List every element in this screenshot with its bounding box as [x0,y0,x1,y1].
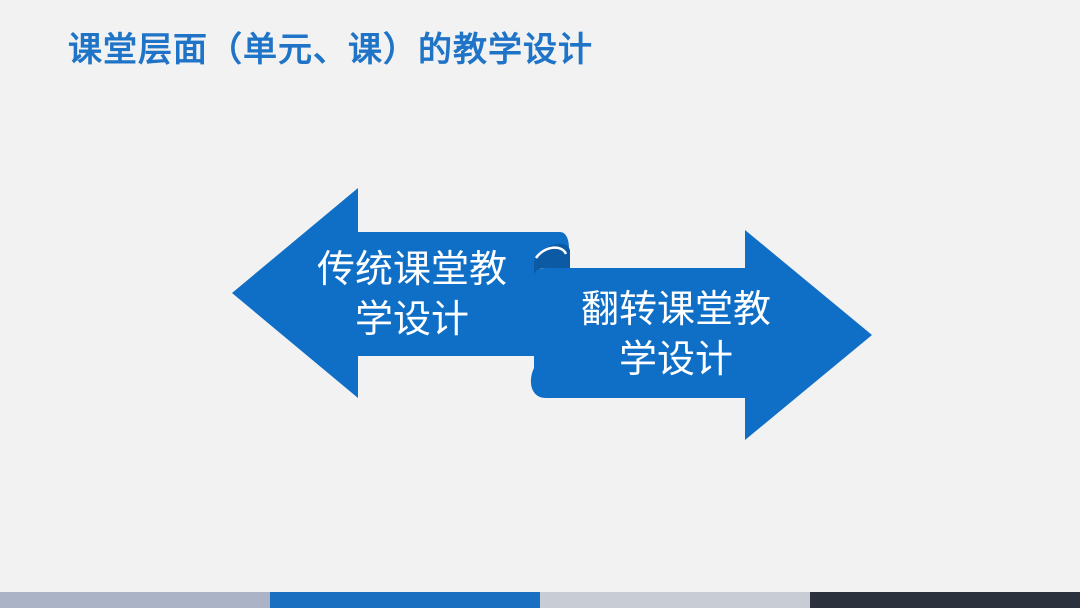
bar-segment-3 [540,592,810,608]
right-arrow-label-line2: 学设计 [619,337,733,381]
left-arrow-shape [232,188,569,398]
ribbon-fold-highlight [534,246,568,259]
slide-title: 课堂层面（单元、课）的教学设计 [68,30,593,70]
bottom-color-bar [0,592,1080,608]
left-arrow-label-line1: 传统课堂教 [317,247,507,291]
right-arrow-label-line1: 翻转课堂教 [581,287,771,331]
bar-segment-1 [0,592,270,608]
left-arrow-label-line2: 学设计 [355,297,469,341]
bar-segment-4 [810,592,1080,608]
bar-segment-2 [270,592,540,608]
right-arrow-shape [530,230,872,440]
